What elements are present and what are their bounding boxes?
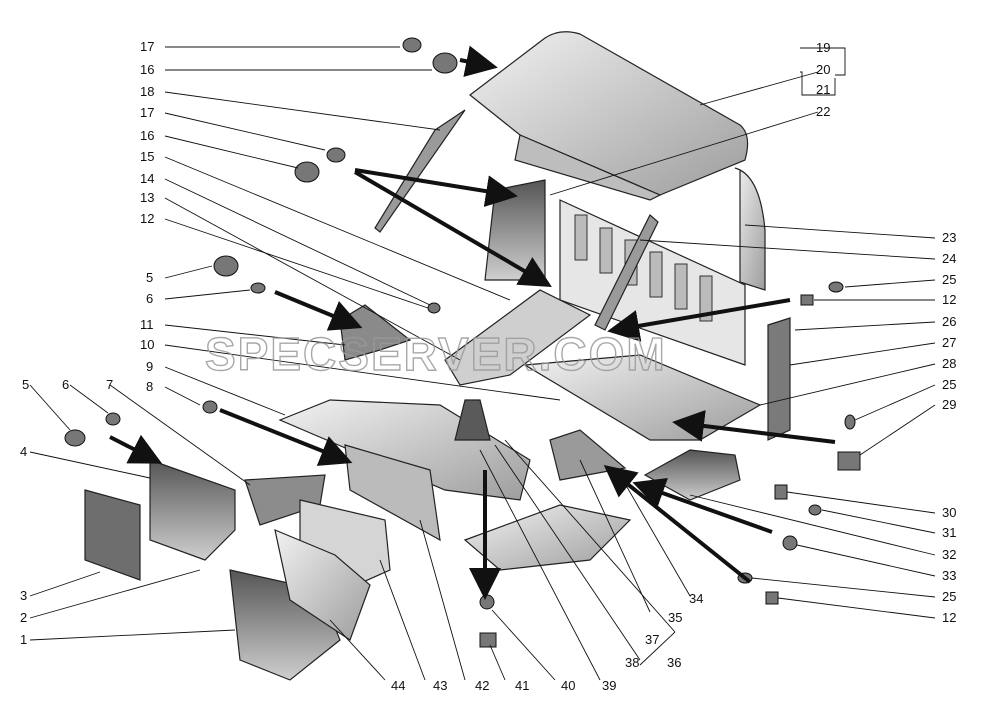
callout-label: 26 <box>942 314 956 329</box>
trim-strip-part <box>594 214 659 331</box>
callout-label: 31 <box>942 525 956 540</box>
callout-label: 38 <box>625 655 639 670</box>
callout-label: 5 <box>146 270 153 285</box>
callout-label: 3 <box>20 588 27 603</box>
callout-label: 40 <box>561 678 575 693</box>
callout-label: 42 <box>475 678 489 693</box>
panel-part <box>344 444 441 542</box>
center-plate-part <box>444 289 592 386</box>
callout-label: 27 <box>942 335 956 350</box>
callout-label: 19 <box>816 40 830 55</box>
callout-label: 17 <box>140 39 154 54</box>
callout-label: 15 <box>140 149 154 164</box>
callout-label: 1 <box>20 632 27 647</box>
callout-label: 17 <box>140 105 154 120</box>
trim-strip-part <box>374 109 466 233</box>
callouts-bottom: 44 43 42 41 40 39 38 36 37 35 34 <box>391 591 703 693</box>
callout-label: 4 <box>20 444 27 459</box>
callout-label: 14 <box>140 171 154 186</box>
callout-label: 43 <box>433 678 447 693</box>
leader-lines <box>29 46 561 641</box>
callout-label: 28 <box>942 356 956 371</box>
callout-label: 32 <box>942 547 956 562</box>
callout-label: 6 <box>146 291 153 306</box>
small-panel-part <box>767 317 791 441</box>
callout-label: 12 <box>140 211 154 226</box>
leader-lines <box>329 47 846 681</box>
callout-label: 36 <box>667 655 681 670</box>
callout-label: 8 <box>146 379 153 394</box>
callout-label: 34 <box>689 591 703 606</box>
callout-label: 21 <box>816 82 830 97</box>
floor-mat-part <box>463 504 632 571</box>
leader-lines <box>549 71 936 619</box>
callout-label: 10 <box>140 337 154 352</box>
callout-label: 35 <box>668 610 682 625</box>
callout-label: 16 <box>140 62 154 77</box>
callout-label: 41 <box>515 678 529 693</box>
callout-label: 12 <box>942 292 956 307</box>
gear-boot-part <box>454 399 491 441</box>
top-cover-part <box>469 31 749 196</box>
callout-label: 2 <box>20 610 27 625</box>
wheel-arch-part <box>643 449 741 501</box>
callouts-right: 19 20 21 22 23 24 25 12 26 27 28 25 29 3… <box>816 40 956 625</box>
callout-label: 7 <box>106 377 113 392</box>
side-panel-part <box>734 167 766 291</box>
callout-label: 22 <box>816 104 830 119</box>
callout-label: 11 <box>140 317 154 332</box>
callout-label: 9 <box>146 359 153 374</box>
callouts-left: 17 16 18 17 16 15 14 13 12 5 6 11 10 9 8… <box>20 39 154 647</box>
callout-label: 44 <box>391 678 405 693</box>
callout-label: 25 <box>942 589 956 604</box>
callout-label: 29 <box>942 397 956 412</box>
callout-label: 5 <box>22 377 29 392</box>
callout-label: 25 <box>942 272 956 287</box>
watermark: SPECSERVER.COM <box>205 328 667 380</box>
panel-part <box>274 529 371 641</box>
callout-label: 37 <box>645 632 659 647</box>
callout-label: 39 <box>602 678 616 693</box>
side-insulation-part <box>149 459 236 561</box>
callout-label: 13 <box>140 190 154 205</box>
side-insulation-part <box>84 489 141 581</box>
assembly-arrows <box>109 45 836 600</box>
fasteners <box>64 37 861 648</box>
callout-label: 18 <box>140 84 154 99</box>
callout-label: 23 <box>942 230 956 245</box>
callout-label: 16 <box>140 128 154 143</box>
callout-label: 33 <box>942 568 956 583</box>
callout-label: 20 <box>816 62 830 77</box>
callout-label: 12 <box>942 610 956 625</box>
callout-label: 24 <box>942 251 956 266</box>
callout-label: 6 <box>62 377 69 392</box>
callout-label: 30 <box>942 505 956 520</box>
callout-label: 25 <box>942 377 956 392</box>
